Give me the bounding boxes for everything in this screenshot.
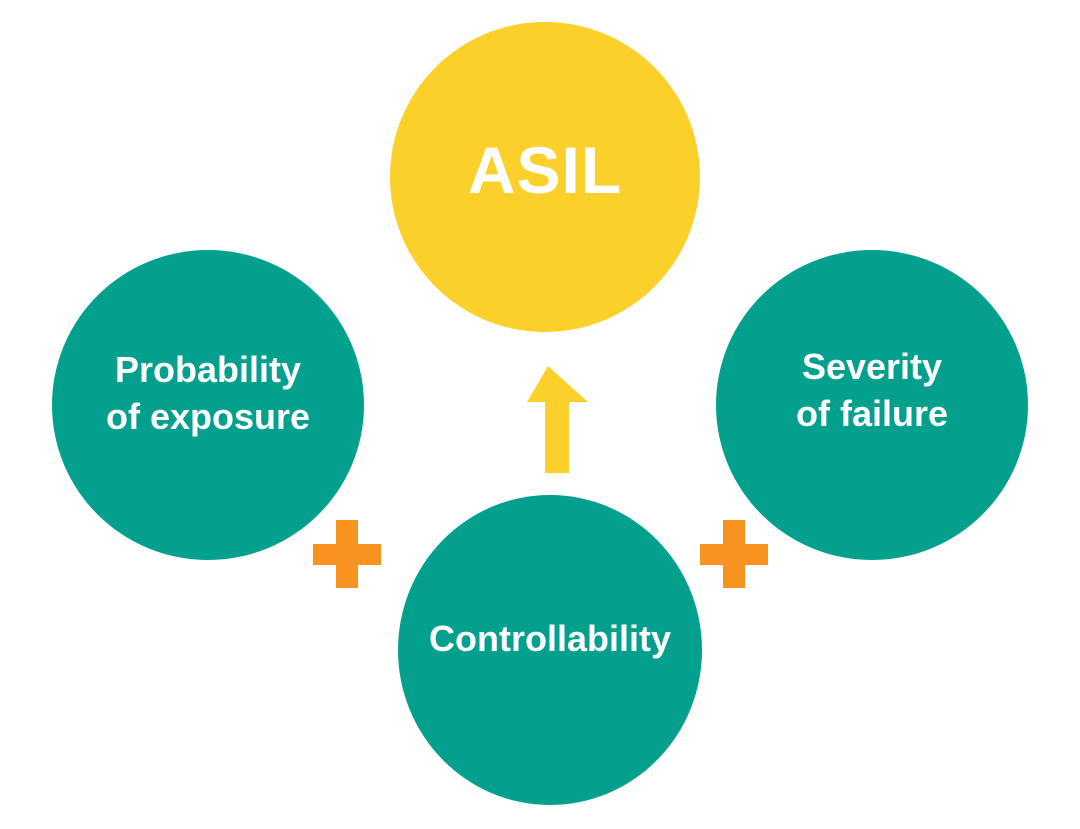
controllability-node: Controllability	[398, 495, 702, 805]
asil-node: ASIL	[390, 22, 700, 332]
asil-label: ASIL	[467, 133, 623, 208]
probability-of-exposure-node: Probability of exposure	[52, 250, 364, 560]
controllability-label: Controllability	[429, 617, 671, 659]
plus-left-icon	[313, 520, 381, 588]
probability-of-exposure-label: Probability of exposure	[105, 349, 311, 437]
plus-right-icon	[700, 520, 768, 588]
severity-of-failure-label: Severity of failure	[795, 346, 948, 434]
severity-of-failure-node: Severity of failure	[716, 250, 1028, 560]
arrow-up-icon	[527, 366, 588, 473]
